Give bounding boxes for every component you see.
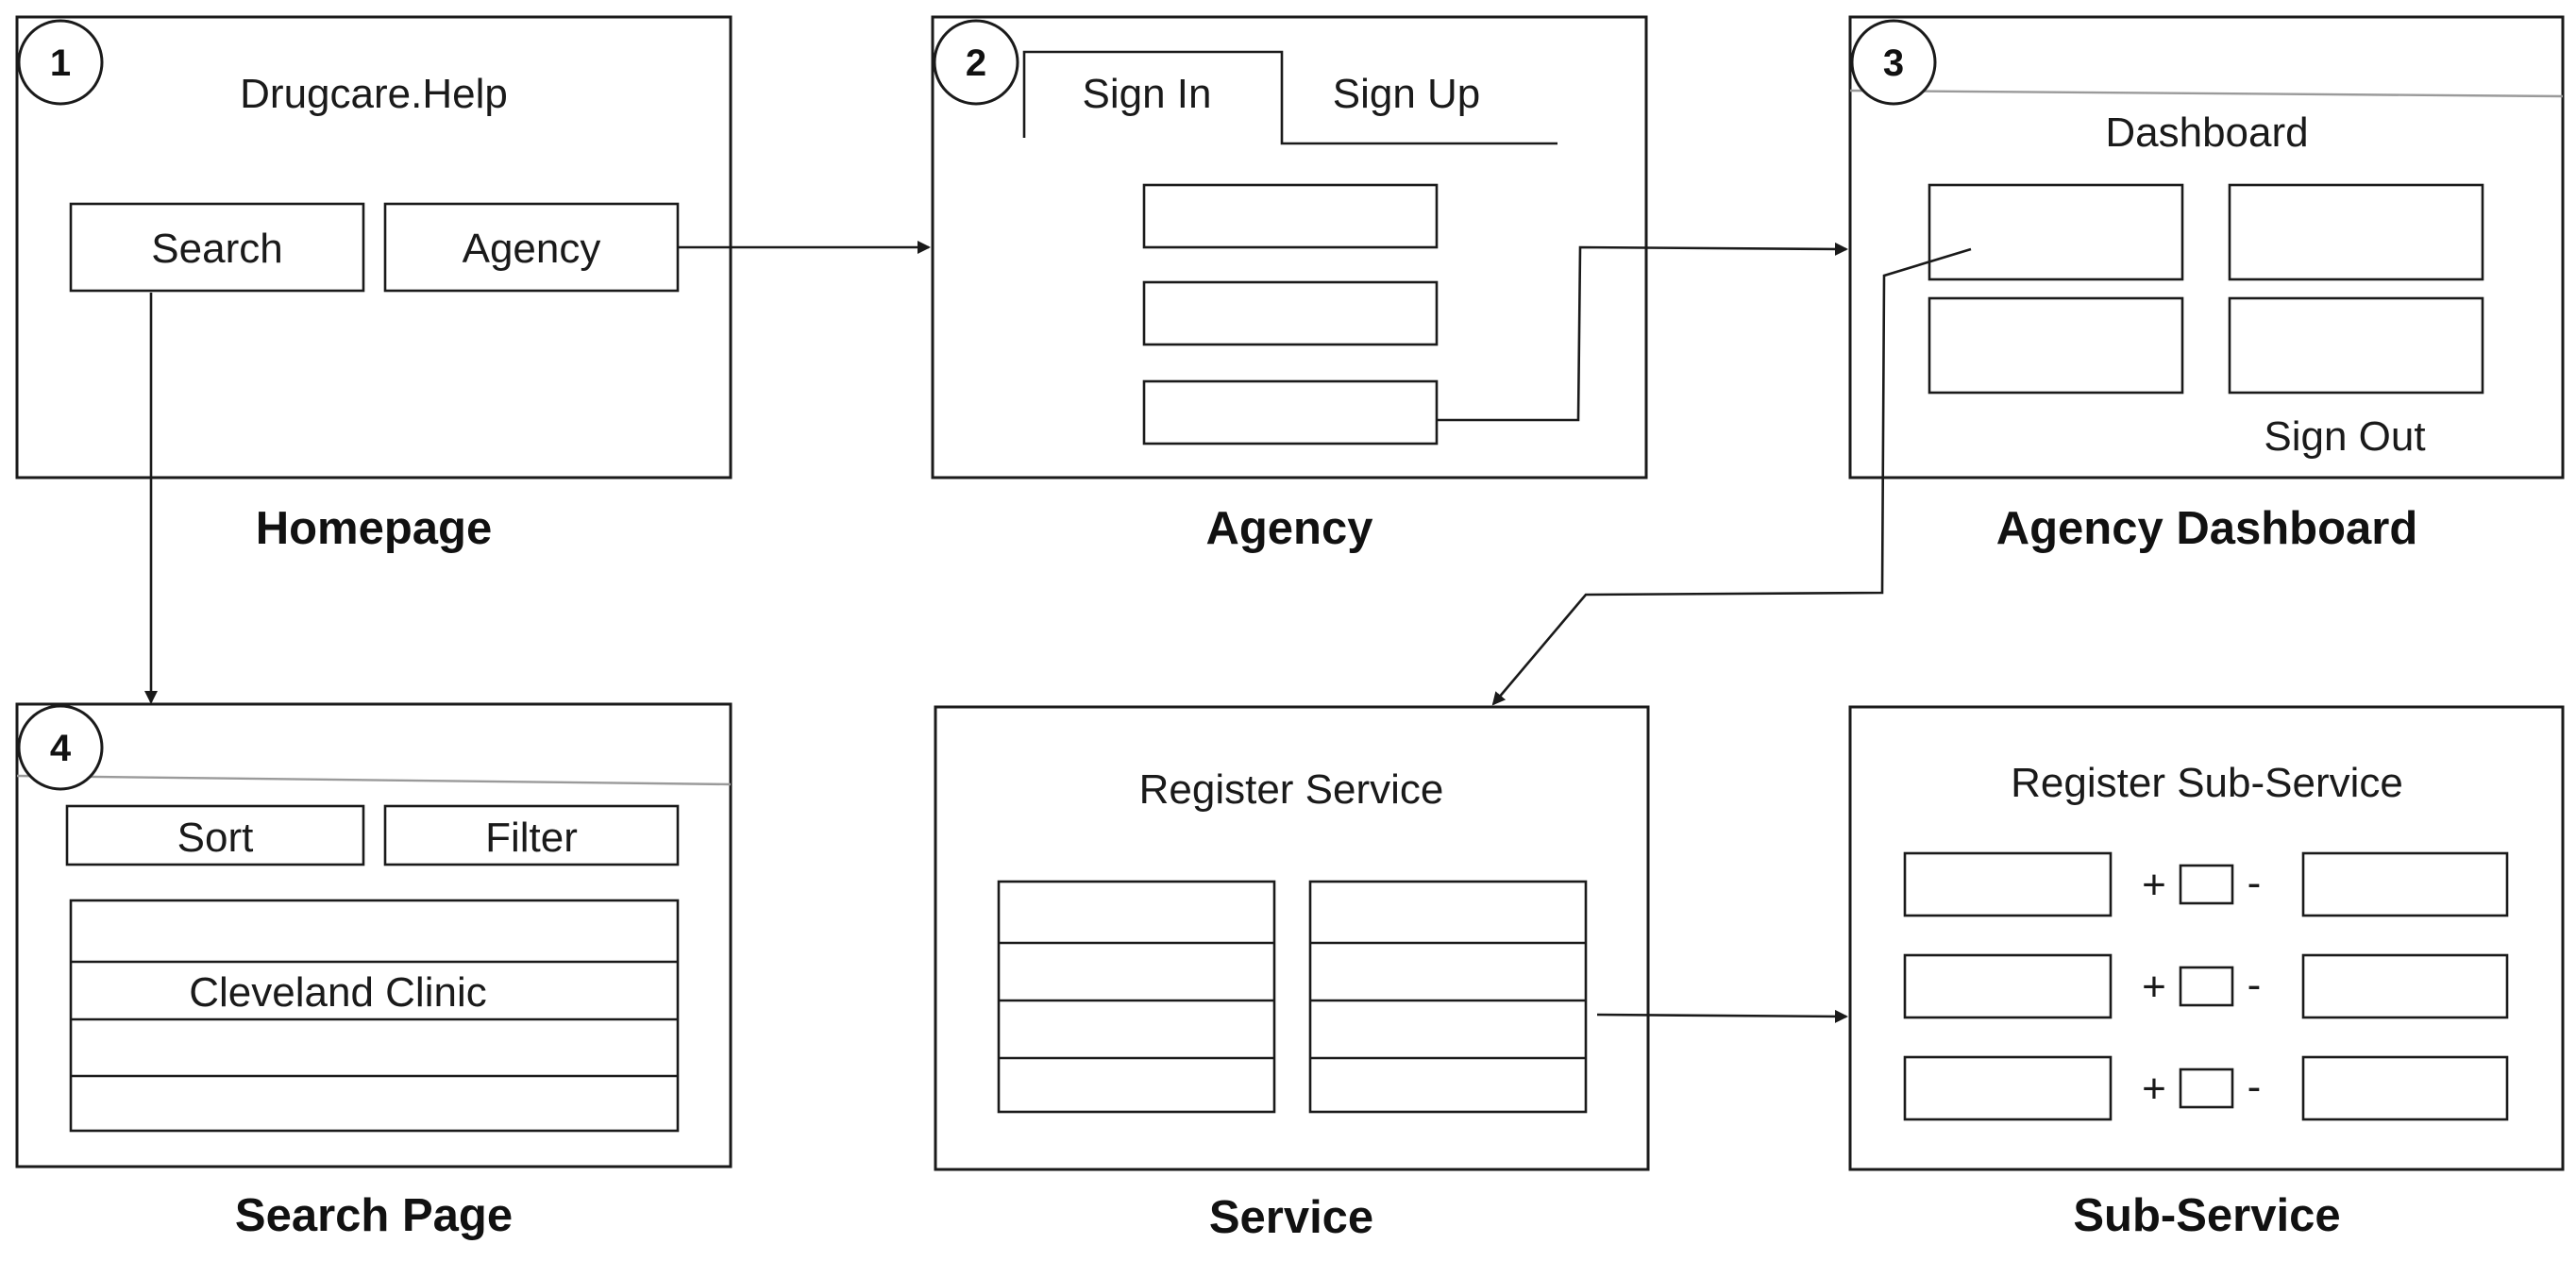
- tab-sign-in[interactable]: Sign In: [1083, 71, 1212, 117]
- service-title: Register Service: [1139, 766, 1444, 813]
- sort-button-label: Sort: [177, 815, 254, 861]
- decrement-button[interactable]: -: [2248, 962, 2262, 1008]
- sub-service-caption: Sub-Service: [2073, 1190, 2340, 1241]
- dashboard-tile-3[interactable]: [1928, 296, 2184, 395]
- sub-service-title: Register Sub-Service: [2011, 760, 2403, 806]
- search-button[interactable]: [69, 202, 365, 293]
- sub-service-name-field[interactable]: [1903, 1055, 2113, 1121]
- increment-button[interactable]: +: [2142, 964, 2166, 1010]
- dashboard-screen: 3 Dashboard Sign Out: [1848, 15, 2565, 479]
- sub-service-value-field[interactable]: [2301, 1055, 2509, 1121]
- dashboard-title: Dashboard: [2105, 109, 2308, 156]
- search-page-screen: 4 Sort Filter Cleveland Clinic: [15, 702, 732, 1169]
- dashboard-tile-1[interactable]: [1928, 183, 2184, 281]
- service-list-right: [1308, 880, 1588, 1114]
- step-badge-1: [17, 19, 104, 106]
- service-list-left: [997, 880, 1276, 1114]
- sub-service-name-field[interactable]: [1903, 851, 2113, 917]
- sub-service-screen: Register Sub-Service + - + - + -: [1848, 705, 2565, 1171]
- dashboard-tile-2[interactable]: [2228, 183, 2484, 281]
- sub-service-value-field[interactable]: [2301, 851, 2509, 917]
- decrement-button[interactable]: -: [2248, 860, 2262, 906]
- quantity-field[interactable]: [2179, 864, 2234, 905]
- step-number-2: 2: [966, 42, 986, 84]
- submit-button[interactable]: [1142, 379, 1439, 446]
- quantity-field[interactable]: [2179, 1068, 2234, 1109]
- step-number-3: 3: [1883, 42, 1904, 84]
- increment-button[interactable]: +: [2142, 1066, 2166, 1112]
- homepage-title: Drugcare.Help: [240, 71, 508, 117]
- agency-button-label: Agency: [463, 226, 601, 272]
- results-table: [69, 899, 680, 1133]
- sub-service-value-field[interactable]: [2301, 953, 2509, 1019]
- step-number-4: 4: [50, 728, 72, 769]
- dashboard-tile-4[interactable]: [2228, 296, 2484, 395]
- filter-button-label: Filter: [485, 815, 578, 861]
- agency-button[interactable]: [383, 202, 680, 293]
- agency-caption: Agency: [1205, 503, 1372, 554]
- filter-button[interactable]: [383, 804, 680, 866]
- decrement-button[interactable]: -: [2248, 1064, 2262, 1110]
- step-number-1: 1: [50, 42, 71, 84]
- sub-service-name-field[interactable]: [1903, 953, 2113, 1019]
- dashboard-caption: Agency Dashboard: [1996, 503, 2418, 554]
- username-field[interactable]: [1142, 183, 1439, 249]
- arrow-agency-to-dashboard: [1437, 242, 1848, 422]
- sign-out-link[interactable]: Sign Out: [2264, 413, 2425, 460]
- homepage-screen: 1 Drugcare.Help Search Agency: [15, 15, 732, 479]
- agency-screen: 2 Sign In Sign Up: [931, 15, 1648, 479]
- sort-button[interactable]: [65, 804, 365, 866]
- password-field[interactable]: [1142, 280, 1439, 346]
- tab-sign-up[interactable]: Sign Up: [1333, 71, 1481, 117]
- result-row-label[interactable]: Cleveland Clinic: [189, 969, 486, 1016]
- search-page-caption: Search Page: [235, 1190, 513, 1241]
- arrow-service-to-sub-service: [1596, 1009, 1848, 1023]
- header-divider: [16, 774, 732, 786]
- header-divider: [1849, 89, 2564, 98]
- service-screen: Register Service: [934, 705, 1650, 1171]
- increment-button[interactable]: +: [2142, 862, 2166, 908]
- service-caption: Service: [1209, 1192, 1373, 1243]
- step-badge-4: [17, 704, 104, 791]
- step-badge-3: [1850, 19, 1937, 106]
- quantity-field[interactable]: [2179, 966, 2234, 1007]
- arrow-dashboard-to-service: [1491, 247, 1972, 706]
- homepage-caption: Homepage: [256, 503, 493, 554]
- search-button-label: Search: [151, 226, 282, 272]
- tab-outline: [1022, 50, 1557, 145]
- step-badge-2: [933, 19, 1019, 106]
